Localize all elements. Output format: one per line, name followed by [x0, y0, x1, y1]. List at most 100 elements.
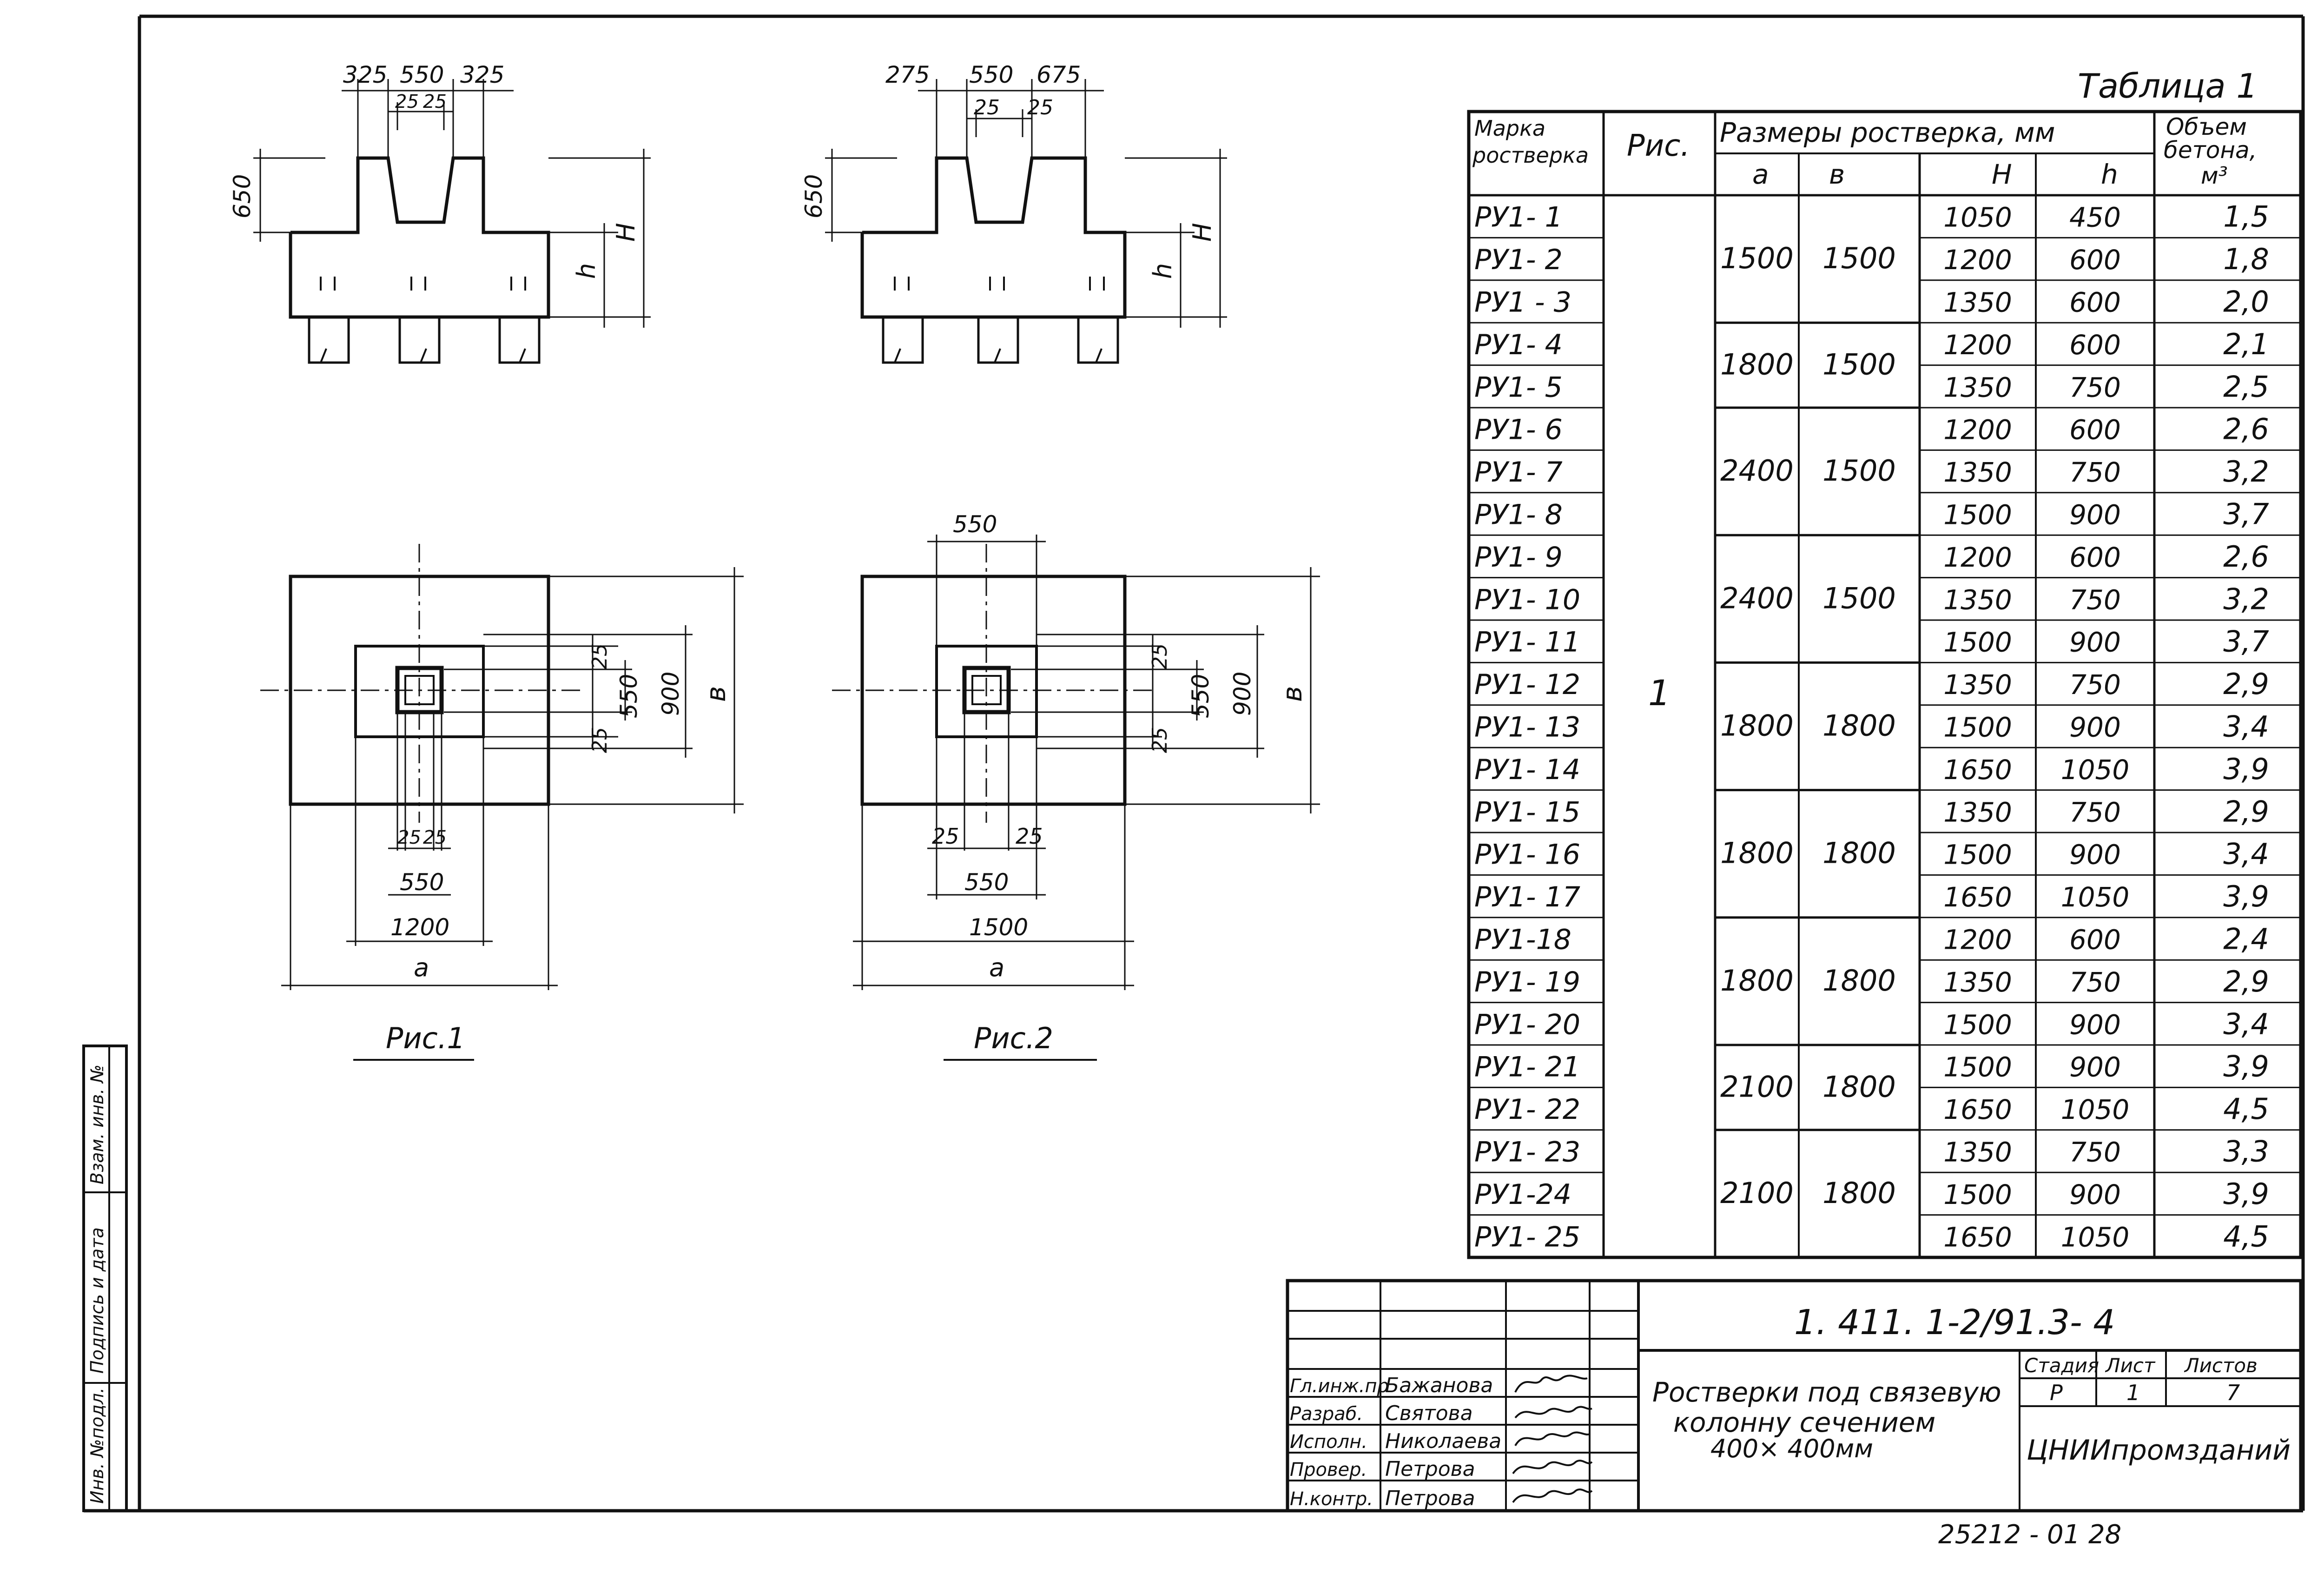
- sheet-label: Лист: [2105, 1354, 2156, 1377]
- cell-H: 1500: [1943, 499, 2012, 531]
- cell-a: 1800: [1720, 348, 1794, 382]
- cell-h: 900: [2069, 839, 2121, 871]
- stage-label: Стадия: [2024, 1354, 2099, 1377]
- cell-mark: РУ1- 22: [1474, 1093, 1580, 1126]
- role-4: Провер.: [1290, 1459, 1367, 1481]
- cell-a: 1500: [1720, 241, 1794, 275]
- role-1: Гл.инж.пр: [1290, 1375, 1389, 1397]
- cell-mark: РУ1- 23: [1474, 1136, 1580, 1169]
- title-line-3: 400× 400мм: [1710, 1434, 1873, 1463]
- cell-fig: 1: [1648, 672, 1670, 714]
- title-line-1: Ростверки под связевую: [1652, 1376, 2001, 1408]
- th-vol-1: Объем: [2166, 113, 2247, 140]
- cell-vol: 2,1: [2223, 327, 2269, 361]
- side-stamp-inv-label: Инв. №подл.: [87, 1388, 107, 1504]
- fig1-caption: Рис.1: [386, 1021, 465, 1055]
- fig2-dim-h: h: [1148, 263, 1177, 279]
- cell-mark: РУ1-24: [1474, 1178, 1571, 1211]
- cell-vol: 3,7: [2223, 625, 2269, 659]
- cell-vol: 2,9: [2223, 965, 2269, 998]
- cell-a: 1800: [1720, 964, 1794, 998]
- cell-h: 900: [2069, 1179, 2121, 1210]
- fig1-plan-dim-25-bottom: 25: [588, 727, 612, 753]
- fig2-plan-dim-25-r: 25: [1016, 824, 1043, 849]
- cell-h: 1050: [2061, 881, 2130, 913]
- sheets-label: Листов: [2184, 1354, 2258, 1377]
- table-caption: Таблица 1: [2078, 66, 2258, 106]
- cell-h: 900: [2069, 1051, 2121, 1083]
- title-line-2: колонну сечением: [1673, 1407, 1935, 1438]
- cell-h: 750: [2069, 584, 2121, 615]
- fig1-dim-25-left: 25: [395, 91, 419, 112]
- cell-vol: 3,4: [2223, 710, 2269, 744]
- cell-b: 1500: [1822, 241, 1896, 275]
- cell-H: 1650: [1943, 881, 2012, 913]
- cell-a: 1800: [1720, 709, 1794, 743]
- th-dims: Размеры ростверка, мм: [1720, 117, 2055, 148]
- cell-h: 600: [2069, 244, 2121, 276]
- signatures-icon: [1512, 1375, 1593, 1503]
- cell-mark: РУ1 - 3: [1474, 286, 1571, 319]
- cell-vol: 3,2: [2223, 455, 2269, 489]
- fig2-dim-650: 650: [800, 174, 827, 218]
- fig1-elevation: 325 550 325 25 25 650 h H: [229, 61, 651, 364]
- cell-H: 1500: [1943, 1009, 2012, 1040]
- th-vol-3: м³: [2201, 162, 2228, 189]
- cell-vol: 2,5: [2223, 370, 2269, 403]
- cell-vol: 3,9: [2223, 752, 2269, 786]
- cell-H: 1350: [1943, 371, 2012, 403]
- fig2-plan-dim-b: в: [1276, 686, 1308, 702]
- cell-H: 1350: [1943, 287, 2012, 318]
- fig2-piles: [882, 277, 1119, 364]
- th-H: Н: [1992, 159, 2012, 190]
- cell-a: 1800: [1720, 836, 1794, 870]
- cell-H: 1350: [1943, 1137, 2012, 1168]
- cell-mark: РУ1- 12: [1474, 668, 1580, 701]
- cell-h: 750: [2069, 371, 2121, 403]
- cell-vol: 3,3: [2223, 1135, 2269, 1169]
- cell-H: 1200: [1943, 414, 2012, 446]
- cell-vol: 3,4: [2223, 837, 2269, 871]
- cell-H: 1350: [1943, 669, 2012, 701]
- table-1: Таблица 1 Марка ростверка Рис. Размеры р…: [1467, 66, 2303, 1259]
- sheet-value: 1: [2126, 1380, 2140, 1405]
- side-stamp: Инв. №подл. Подпись и дата Взам. инв. №: [82, 1045, 128, 1512]
- cell-mark: РУ1- 17: [1474, 881, 1580, 913]
- fig2-dim-25-right: 25: [1027, 96, 1053, 119]
- fig1-plan-dim-25-top: 25: [588, 643, 612, 669]
- cell-vol: 3,9: [2223, 879, 2269, 913]
- cell-vol: 1,8: [2223, 242, 2269, 276]
- cell-vol: 2,9: [2223, 667, 2269, 701]
- cell-h: 750: [2069, 669, 2121, 701]
- cell-H: 1350: [1943, 966, 2012, 998]
- cell-h: 750: [2069, 966, 2121, 998]
- cell-H: 1500: [1943, 1051, 2012, 1083]
- name-1: Бажанова: [1385, 1374, 1493, 1397]
- fig2-plan-dim-a: а: [989, 953, 1004, 982]
- th-fig: Рис.: [1627, 129, 1690, 163]
- cell-mark: РУ1- 10: [1474, 583, 1580, 616]
- cell-h: 750: [2069, 796, 2121, 828]
- cell-vol: 2,6: [2223, 412, 2269, 446]
- title-block: 1. 411. 1-2/91.3- 4 Ростверки под связев…: [1286, 1279, 2303, 1513]
- cell-vol: 2,0: [2223, 285, 2269, 319]
- cell-h: 900: [2069, 712, 2121, 743]
- cell-h: 600: [2069, 329, 2121, 361]
- cell-mark: РУ1- 25: [1474, 1221, 1580, 1253]
- fig2-caption: Рис.2: [974, 1021, 1053, 1055]
- cell-mark: РУ1- 21: [1474, 1051, 1580, 1084]
- cell-b: 1500: [1822, 454, 1896, 488]
- cell-H: 1500: [1943, 1179, 2012, 1210]
- cell-mark: РУ1- 4: [1474, 329, 1563, 361]
- cell-H: 1200: [1943, 542, 2012, 573]
- cell-b: 1800: [1822, 1176, 1896, 1210]
- th-b: в: [1829, 159, 1845, 190]
- cell-vol: 3,9: [2223, 1177, 2269, 1211]
- fig1-plan-dim-1200: 1200: [390, 914, 449, 941]
- name-2: Святова: [1385, 1402, 1473, 1425]
- cell-h: 450: [2069, 202, 2121, 233]
- cell-H: 1500: [1943, 627, 2012, 658]
- fig1-dim-h: h: [572, 263, 601, 279]
- cell-h: 1050: [2061, 1221, 2130, 1253]
- cell-H: 1200: [1943, 244, 2012, 276]
